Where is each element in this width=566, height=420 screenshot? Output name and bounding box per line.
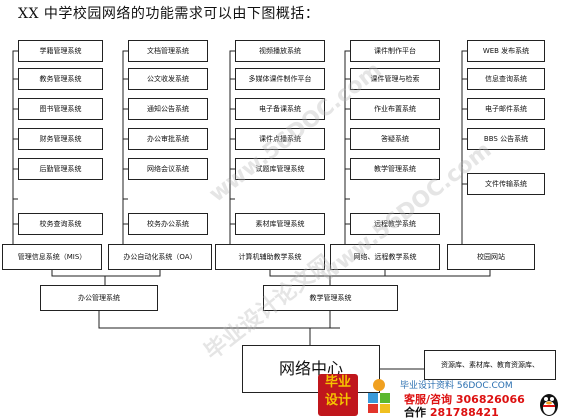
col5-item-1: WEB 发布系统 [467, 40, 545, 62]
col2-item-5: 网络会议系统 [128, 158, 208, 180]
col2-item-2: 公文收发系统 [128, 68, 208, 90]
col4-item-1: 课件制作平台 [350, 40, 440, 62]
col2-item-3: 通知公告系统 [128, 98, 208, 120]
col1-item-6: 校务查询系统 [18, 213, 103, 235]
col2-item-1: 文档管理系统 [128, 40, 208, 62]
remote-teaching-box: 网络、远程教学系统 [330, 244, 440, 270]
service-label: 客服/咨询 [404, 393, 453, 406]
col5-item-4: BBS 公告系统 [467, 128, 545, 150]
col2-item-4: 办公审批系统 [128, 128, 208, 150]
col1-item-4: 财务管理系统 [18, 128, 103, 150]
office-management-box: 办公管理系统 [40, 285, 158, 311]
col1-item-2: 教务管理系统 [18, 68, 103, 90]
page-title: XX 中学校园网络的功能需求可以由下图概括： [18, 6, 320, 22]
oa-box: 办公自动化系统（OA） [108, 244, 212, 270]
resource-library-box: 资源库、素材库、教育资源库、 [424, 350, 556, 380]
cai-box: 计算机辅助教学系统 [215, 244, 325, 270]
col3-item-6: 素材库管理系统 [235, 213, 325, 235]
campus-website-box: 校园网站 [447, 244, 535, 270]
col5-item-5: 文件传输系统 [467, 173, 545, 195]
network-center-box: 网络中心 [242, 345, 380, 393]
col4-item-3: 作业布置系统 [350, 98, 440, 120]
puzzle-person-icon [368, 379, 390, 413]
logo-line-2: 设计 [324, 393, 351, 408]
col1-item-3: 图书管理系统 [18, 98, 103, 120]
qq-penguin-icon [540, 394, 558, 416]
col3-item-4: 课件点播系统 [235, 128, 325, 150]
col4-item-2: 课件管理与检索 [350, 68, 440, 90]
contact-site: 毕业设计资料 56DOC.COM [400, 381, 513, 391]
col3-item-5: 试题库管理系统 [235, 158, 325, 180]
service-number: 306826066 [455, 393, 525, 406]
col3-item-1: 视频播放系统 [235, 40, 325, 62]
col4-item-4: 答疑系统 [350, 128, 440, 150]
col2-item-6: 校务办公系统 [128, 213, 208, 235]
contact-service: 客服/咨询 306826066 [404, 391, 525, 407]
col5-item-2: 信息查询系统 [467, 68, 545, 90]
col4-item-5: 教学管理系统 [350, 158, 440, 180]
col3-item-2: 多媒体课件制作平台 [235, 68, 325, 90]
contact-cooperation: 合作 281788421 [404, 404, 499, 420]
teaching-management-box: 教学管理系统 [263, 285, 398, 311]
col1-item-1: 学籍管理系统 [18, 40, 103, 62]
col4-item-6: 远程教学系统 [350, 213, 440, 235]
cooperation-label: 合作 [404, 406, 426, 419]
col5-item-3: 电子邮件系统 [467, 98, 545, 120]
mis-box: 管理信息系统（MIS） [2, 244, 102, 270]
logo-line-1: 毕业 [324, 375, 351, 390]
col1-item-5: 后勤管理系统 [18, 158, 103, 180]
site-logo: 毕业 设计 [318, 374, 358, 416]
cooperation-number: 281788421 [429, 406, 499, 419]
col3-item-3: 电子备课系统 [235, 98, 325, 120]
